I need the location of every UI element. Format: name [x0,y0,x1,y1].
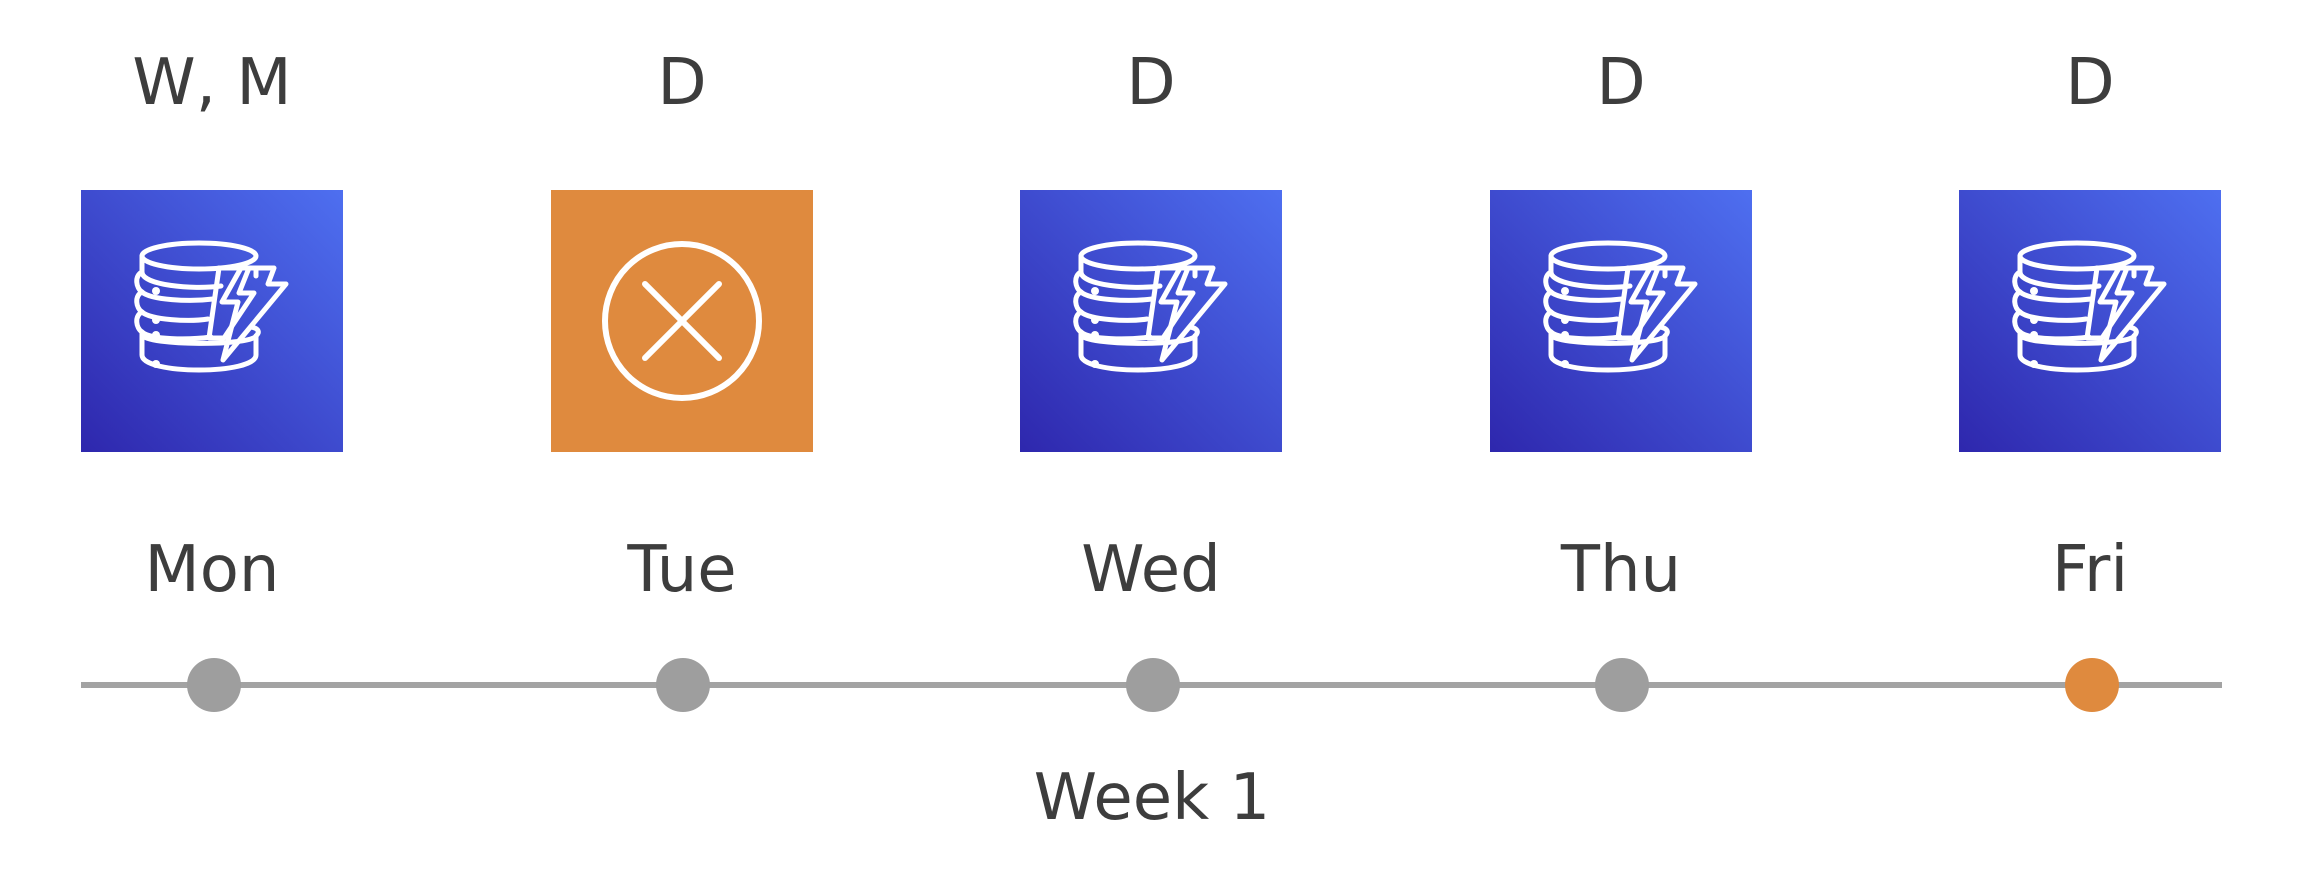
day-label: Thu [1560,533,1682,607]
backup-tile-success [1490,190,1752,452]
backup-tile-success [1020,190,1282,452]
backup-tag: W, M [132,46,292,120]
backup-tile-success [81,190,343,452]
backup-tag: D [1596,46,1646,120]
timeline-dot [1595,658,1649,712]
dynamodb-icon [1020,190,1282,452]
day-column-wed: D Wed [1020,0,1282,881]
dynamodb-icon [1959,190,2221,452]
day-column-thu: D Thu [1490,0,1752,881]
timeline-dot [1126,658,1180,712]
dynamodb-icon [81,190,343,452]
backup-tag: D [1126,46,1176,120]
day-label: Fri [2051,533,2129,607]
backup-tag: D [657,46,707,120]
day-label: Tue [627,533,737,607]
timeline-dot [656,658,710,712]
cross-circle-icon [551,190,813,452]
day-column-mon: W, M Mon [81,0,343,881]
week-label: Week 1 [1033,761,1271,835]
day-column-tue: D Tue [551,0,813,881]
day-column-fri: D Fri [1959,0,2221,881]
backup-tile-success [1959,190,2221,452]
backup-tag: D [2065,46,2115,120]
day-label: Mon [144,533,280,607]
dynamodb-icon [1490,190,1752,452]
day-label: Wed [1081,533,1221,607]
backup-tile-failed [551,190,813,452]
timeline-dot-current [2065,658,2119,712]
timeline-dot [187,658,241,712]
